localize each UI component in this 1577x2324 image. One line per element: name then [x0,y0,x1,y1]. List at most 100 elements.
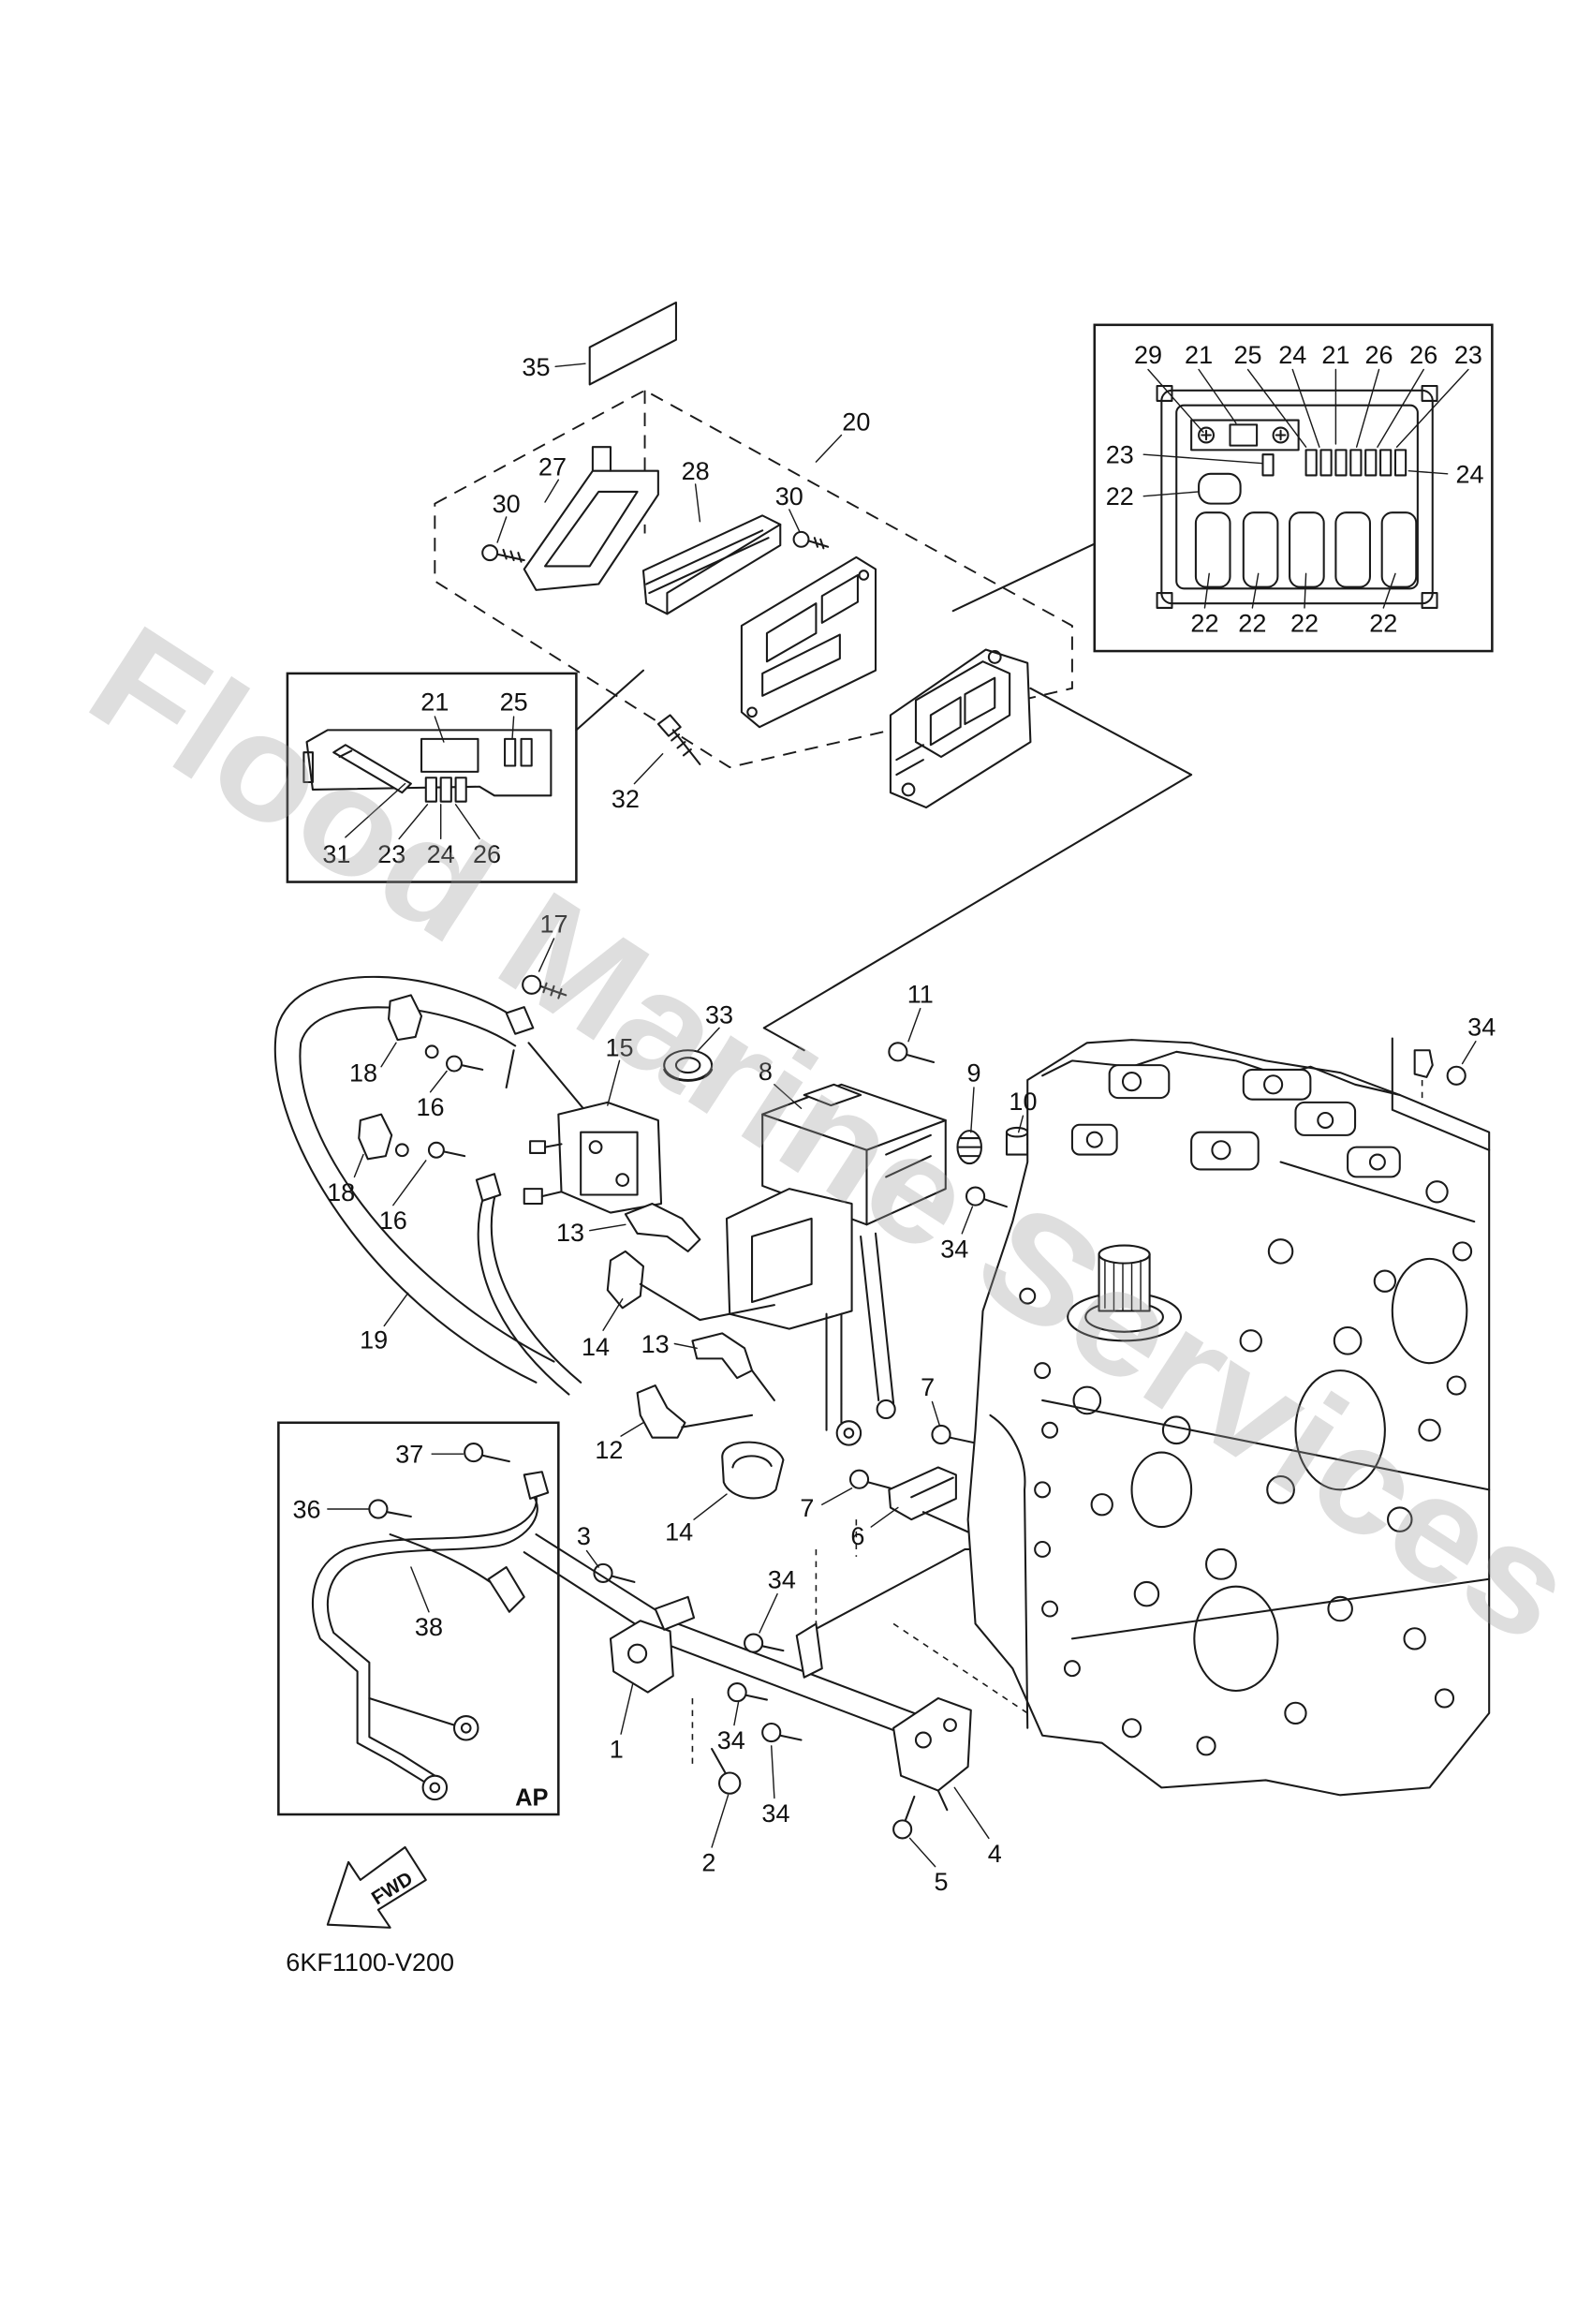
part-3-bolt-shape [593,1562,613,1583]
callout-5: 5 [934,1868,948,1896]
crankshaft-spline [1067,1244,1183,1342]
part-1-sensor-shape [627,1643,648,1664]
part-32-tapping-screw-shape [671,729,701,765]
callout-2: 2 [701,1848,715,1876]
part-13-clamp-upper [624,1202,701,1252]
part-5-bolt-shape [892,1819,913,1840]
relay-slots-22-shape [1194,511,1231,588]
callout-16: 16 [379,1206,407,1235]
part-18-terminal-cover-lower-shape [394,1143,409,1158]
bolt-bosses [1019,1072,1473,1756]
part-7-bolt-lower-shape [848,1469,870,1489]
part-13-clamp-lower [691,1332,775,1401]
callout-24: 24 [427,840,455,868]
wiring-rods-shape [892,1622,1028,1714]
part-34-bolt-b-shape [727,1682,747,1703]
callout-28: 28 [682,457,710,485]
bolt-bosses-shape [1333,1325,1363,1355]
part-7-bolt-upper [931,1424,994,1448]
part-28-cover-box-shape [648,537,770,595]
part-12-holder-shape [681,1414,754,1428]
part-8-ignition-coil-assembly-shape [751,1217,813,1304]
part-32-tapping-screw-shape [656,714,682,737]
ecu-to-coil-link [762,687,1193,1052]
callout-19: 19 [360,1325,388,1354]
callout-16: 16 [417,1093,445,1121]
inset-ap-ground-cable: AP [277,1421,560,1816]
part-38-ground-lead-shape [460,1722,472,1734]
part-19-battery-cable-shape [490,1191,582,1384]
fuse-row-shape [1334,449,1348,477]
part-15-starter-relay-shape [588,1140,603,1154]
part-11-bolt-shape [888,1042,908,1062]
callout-6: 6 [850,1522,864,1550]
bolt-bosses-shape [1121,1718,1142,1739]
inset-fuse-box-top-view-shape [1156,592,1173,609]
part-17-bolt-shape [539,982,567,999]
callout-24: 24 [1278,341,1306,369]
part-8-ignition-coil-assembly-shape [761,1113,947,1226]
fuse-row [1261,449,1408,477]
part-3-bolt-shape [611,1575,636,1583]
part-16-screw-lower-shape [442,1150,466,1158]
part-8-ignition-coil-assembly-shape [835,1420,862,1446]
ecu-mounting-bracket-shape [820,573,859,624]
inset-fuse-box-top-view-shape [1175,404,1419,590]
engine-block-shape [1041,1050,1401,1096]
inset-fuse-box-top-view-shape [1421,384,1438,402]
part-1-sensor [609,1595,696,1694]
callout-34: 34 [1467,1013,1496,1041]
part-8-ignition-coil-assembly-shape [843,1428,855,1439]
inset-ap-ground-cable-shape [277,1421,560,1816]
ecu-unit-shape [964,676,996,726]
callout-21: 21 [1321,341,1349,369]
part-30-screw-left [481,544,525,563]
engine-block-shape [1193,1585,1279,1693]
forward-direction-arrow: FWD [326,1845,427,1929]
callout-36: 36 [293,1496,321,1524]
part-35-label-sheet [588,301,677,386]
bolt-bosses-shape [1034,1481,1052,1499]
part-34-bolt-a [744,1633,785,1653]
part-36-bolt-shape [368,1499,389,1519]
crankshaft-spline-shape [1104,1259,1142,1312]
part-17-bolt [522,974,567,999]
part-28-cover-box-shape [666,523,782,615]
wiring-rods-shape [523,1551,936,1747]
callout-23: 23 [377,840,405,868]
part-13-clamp-lower-shape [751,1369,775,1401]
part-3-bolt [593,1562,636,1583]
bolt-bosses-shape [1034,1362,1052,1380]
relay-slots-22-shape [1198,472,1242,505]
part-2-bolt [711,1747,742,1795]
callout-34: 34 [761,1799,789,1828]
inset-pointer-line [951,542,1096,613]
part-33-grommet-shape [674,1057,701,1074]
inset-fuse-box-side-view-shape [520,737,533,767]
part-19-battery-cable-shape [299,1006,555,1363]
callout-7: 7 [921,1373,935,1401]
fuse-row-shape [1364,449,1378,477]
callout-27: 27 [538,452,567,481]
callout-14: 14 [582,1333,610,1361]
callout-1: 1 [610,1736,624,1764]
callout-10: 10 [1009,1088,1037,1116]
ecu-unit-shape [895,744,924,777]
part-7-bolt-upper-shape [931,1424,951,1445]
part-30-screw-right [792,530,830,550]
part-30-screw-left-shape [496,548,525,563]
part-33-grommet-shape [663,1049,714,1082]
leader-lines [327,363,1477,1868]
part-38-ground-lead-shape [421,1774,449,1801]
part-33-grommet-shape [663,1068,714,1082]
part-34-bolt-b-shape [744,1694,768,1701]
part-34-bolt-coil [965,1186,1029,1251]
part-16-screw-upper [446,1055,484,1073]
part-28-cover-box [641,514,782,615]
engine-block-shape [1041,1161,1491,1640]
part-27-gasket-plate-shape [523,469,659,591]
callout-30: 30 [775,482,803,511]
bolt-bosses-shape [1072,1385,1102,1415]
part-15-starter-relay-shape [529,1140,547,1154]
ecu-mounting-bracket-shape [858,570,870,581]
